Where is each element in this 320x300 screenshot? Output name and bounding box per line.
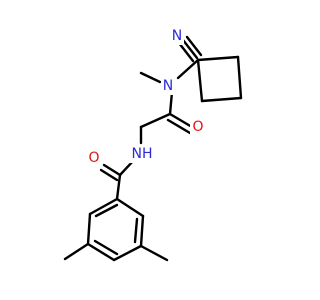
left-aryl-methyl-bond <box>63 242 90 261</box>
atom-n-nitrile: N <box>170 27 184 45</box>
svg-text:O: O <box>192 119 203 135</box>
svg-text:N: N <box>172 28 182 44</box>
n-to-ring-bond <box>176 58 200 80</box>
atom-o-benzamide: O <box>86 149 102 167</box>
svg-text:O: O <box>88 150 99 166</box>
right-aryl-methyl-bond <box>139 244 169 262</box>
n-to-carbonyl-bond <box>168 90 174 116</box>
benzamide-carbonyl-double-bond <box>99 163 122 182</box>
benzene-ring <box>86 197 145 262</box>
carbonyl-to-ch2-bond <box>139 112 172 129</box>
svg-text:NH: NH <box>132 146 153 162</box>
atom-nh-secondary-amide: NH <box>129 145 155 163</box>
svg-text:N: N <box>163 78 173 94</box>
molecule-diagram: N N O NH O <box>63 27 243 262</box>
atom-o-tertiary-amide: O <box>190 118 206 136</box>
carbonyl-to-ring-bond <box>115 173 122 201</box>
structure-svg: N N O NH O <box>63 27 243 262</box>
n-methyl-bond <box>139 71 162 84</box>
cyclobutane-ring <box>196 55 243 103</box>
amide-carbonyl-double-bond <box>166 112 194 135</box>
nitrile-triple-bond <box>177 35 203 63</box>
atom-n-tertiary-amide: N <box>161 77 176 95</box>
